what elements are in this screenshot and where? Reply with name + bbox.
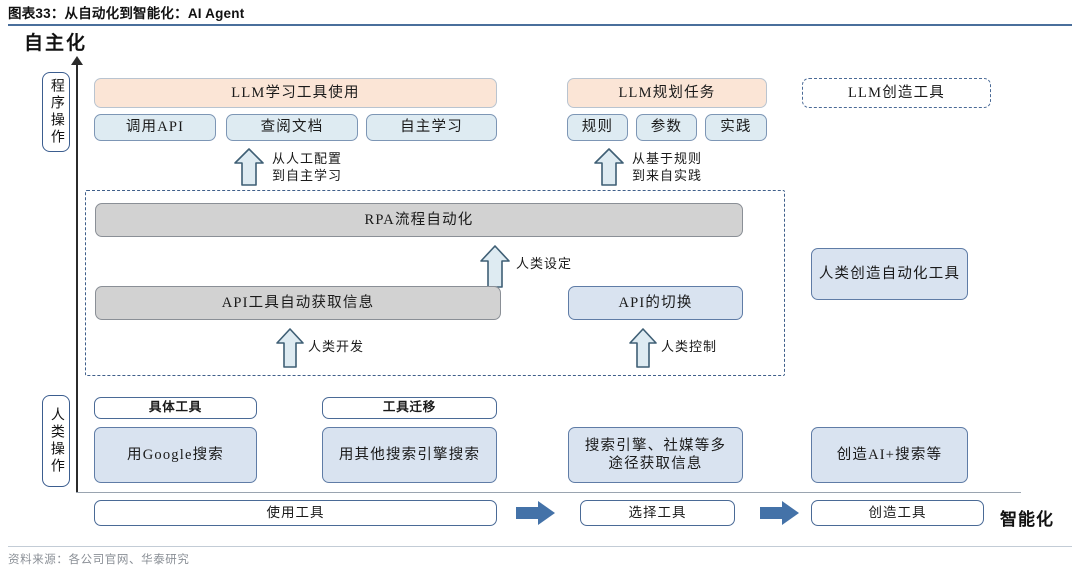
- flow-step-select-tool[interactable]: 选择工具: [580, 500, 735, 526]
- human-box-google-search[interactable]: 用Google搜索: [94, 427, 257, 483]
- up-arrow-icon-human-develop: [276, 328, 304, 368]
- up-arrow-icon-learning: [234, 148, 264, 186]
- program-item-call-api[interactable]: 调用API: [94, 114, 216, 141]
- arrow-note-learning: 从人工配置 到自主学习: [272, 151, 343, 184]
- up-arrow-icon-human-set: [480, 245, 510, 288]
- human-create-automation-box[interactable]: 人类创造自动化工具: [811, 248, 968, 300]
- axis-vertical-line: [76, 63, 78, 493]
- automation-dashed-region: [85, 190, 785, 376]
- up-arrow-icon-planning: [594, 148, 624, 186]
- human-box-other-engine[interactable]: 用其他搜索引擎搜索: [322, 427, 497, 483]
- flow-step-use-tool[interactable]: 使用工具: [94, 500, 497, 526]
- tag-tool-migration[interactable]: 工具迁移: [322, 397, 497, 419]
- axis-label-horizontal: 智能化: [1000, 510, 1054, 529]
- program-item-read-docs[interactable]: 查阅文档: [226, 114, 358, 141]
- flow-arrow-icon-1: [516, 501, 556, 525]
- api-switch-box[interactable]: API的切换: [568, 286, 743, 320]
- human-box-multi-channel[interactable]: 搜索引擎、社媒等多 途径获取信息: [568, 427, 743, 483]
- llm-create-tools-box[interactable]: LLM创造工具: [802, 78, 991, 108]
- axis-horizontal-line: [76, 492, 1021, 494]
- arrow-note-human-develop: 人类开发: [308, 339, 365, 354]
- title-divider: [8, 24, 1072, 26]
- program-item-rules[interactable]: 规则: [567, 114, 628, 141]
- axis-arrow-head-icon: [71, 56, 83, 65]
- side-label-human: 人类操作: [42, 395, 70, 487]
- up-arrow-icon-human-control: [629, 328, 657, 368]
- program-item-self-learning[interactable]: 自主学习: [366, 114, 497, 141]
- human-box-create-ai-search[interactable]: 创造AI+搜索等: [811, 427, 968, 483]
- llm-plan-task-header[interactable]: LLM规划任务: [567, 78, 767, 108]
- program-item-params[interactable]: 参数: [636, 114, 697, 141]
- side-label-program: 程序操作: [42, 72, 70, 152]
- arrow-note-human-set: 人类设定: [516, 256, 573, 271]
- arrow-note-planning: 从基于规则 到来自实践: [632, 151, 703, 184]
- figure-title: 图表33：从自动化到智能化：AI Agent: [8, 6, 245, 21]
- flow-arrow-icon-2: [760, 501, 800, 525]
- llm-learn-tools-header[interactable]: LLM学习工具使用: [94, 78, 497, 108]
- arrow-note-human-control: 人类控制: [661, 339, 718, 354]
- source-note: 资料来源：各公司官网、华泰研究: [8, 554, 190, 566]
- rpa-automation-box[interactable]: RPA流程自动化: [95, 203, 743, 237]
- tag-concrete-tool[interactable]: 具体工具: [94, 397, 257, 419]
- axis-label-vertical: 自主化: [24, 33, 88, 54]
- program-item-practice[interactable]: 实践: [705, 114, 767, 141]
- api-auto-fetch-box[interactable]: API工具自动获取信息: [95, 286, 501, 320]
- footer-divider: [8, 546, 1072, 547]
- flow-step-create-tool[interactable]: 创造工具: [811, 500, 984, 526]
